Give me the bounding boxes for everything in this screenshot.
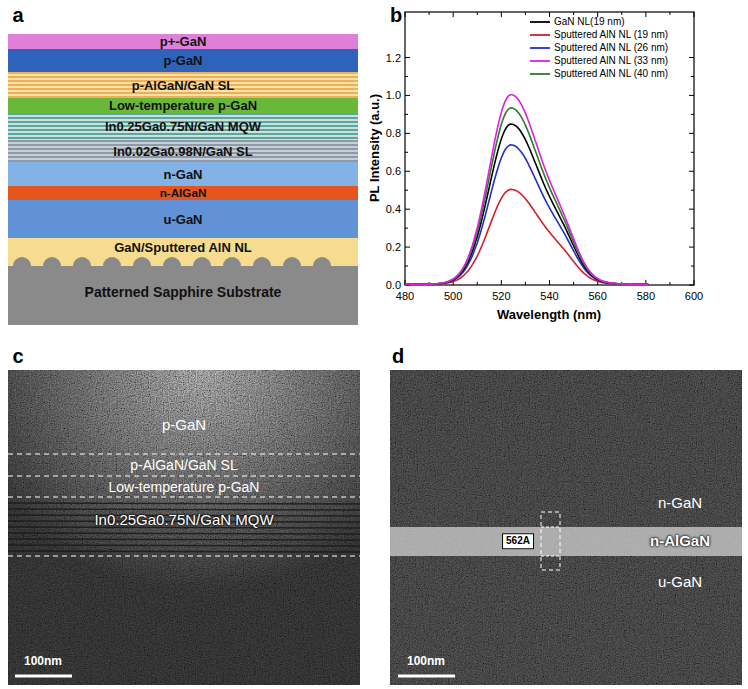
- pl-curve: [405, 189, 648, 284]
- pl-curve: [405, 124, 648, 284]
- panel-letter: d: [392, 345, 404, 368]
- tick-label: 0.6: [386, 165, 401, 178]
- layer-band: In0.02Ga0.98N/GaN SL: [8, 140, 358, 162]
- layer-label: p-AlGaN/GaN SL: [130, 457, 237, 473]
- algan-band: [390, 527, 742, 556]
- layer-band: p-GaN: [8, 49, 358, 72]
- layer-band: Low-temperature p-GaN: [8, 98, 358, 113]
- tick-label: 1.2: [386, 51, 401, 64]
- layer-band: GaN/Sputtered AlN NL: [8, 238, 358, 266]
- layer-band: p-AlGaN/GaN SL: [8, 72, 358, 98]
- layer-band: n-GaN: [8, 162, 358, 186]
- pattern-bump: [13, 257, 31, 266]
- pattern-bump: [313, 257, 331, 266]
- legend-text: GaN NL(19 nm): [554, 16, 625, 28]
- pattern-bump: [193, 257, 211, 266]
- layer-label: In0.25Ga0.75N/GaN MQW: [94, 511, 273, 528]
- pl-curve: [405, 95, 648, 285]
- pattern-bump: [163, 257, 181, 266]
- measure-box: [541, 512, 560, 570]
- layer-name: In0.02Ga0.98N/GaN SL: [113, 144, 252, 159]
- pattern-bump: [103, 257, 121, 266]
- layer-label: n-AlGaN: [650, 532, 710, 549]
- tick-label: 580: [637, 290, 655, 303]
- axis-title: PL Intensity (a.u.): [368, 94, 383, 202]
- pattern-bump: [223, 257, 241, 266]
- tick-label: 0.0: [386, 279, 401, 292]
- scale-label: 100nm: [407, 655, 445, 669]
- plot-frame: [405, 12, 694, 285]
- layer-name: GaN/Sputtered AlN NL: [114, 240, 251, 255]
- legend-text: Sputtered AlN NL (33 nm): [554, 55, 668, 67]
- layer-label: p-GaN: [162, 416, 206, 433]
- tem-image: [390, 370, 742, 685]
- axis-title: Wavelength (nm): [497, 308, 601, 323]
- layer-boundaries: [8, 454, 360, 556]
- pl-curves: [405, 95, 648, 285]
- legend-text: Sputtered AlN NL (26 nm): [554, 42, 668, 54]
- pattern-bump: [133, 257, 151, 266]
- layer-name: p-AlGaN/GaN SL: [132, 78, 235, 93]
- pattern-bump: [73, 257, 91, 266]
- legend-sample: [530, 60, 550, 62]
- legend-text: Sputtered AlN NL (19 nm): [554, 29, 668, 41]
- layer-band: p+-GaN: [8, 34, 358, 49]
- tick-label: 1.0: [386, 89, 401, 102]
- legend-sample: [530, 34, 550, 36]
- layer-label: Low-temperature p-GaN: [109, 479, 260, 495]
- layer-band: Patterned Sapphire Substrate: [8, 266, 358, 325]
- legend-sample: [530, 73, 550, 75]
- layer-label: n-GaN: [658, 494, 702, 511]
- layer-label: u-GaN: [658, 573, 702, 590]
- tick-label: 520: [492, 290, 510, 303]
- measure-line: [541, 556, 560, 557]
- layer-name: n-GaN: [164, 167, 203, 182]
- tick-label: 0.2: [386, 241, 401, 254]
- tem-shading: [390, 370, 742, 685]
- panel-letter: a: [12, 4, 23, 27]
- tick-label: 600: [685, 290, 703, 303]
- layer-name: Low-temperature p-GaN: [109, 98, 257, 113]
- thickness-label: 562A: [502, 533, 534, 549]
- tick-label: 0.8: [386, 127, 401, 140]
- layer-name: u-GaN: [164, 212, 203, 227]
- mqw-stripes: [8, 503, 360, 552]
- nucleation-layer: [8, 238, 358, 266]
- tick-label: 500: [444, 290, 462, 303]
- substrate-pattern: [13, 257, 331, 266]
- scale-bar: [15, 675, 72, 678]
- pattern-bump: [43, 257, 61, 266]
- layer-band: n-AlGaN: [8, 186, 358, 200]
- legend-text: Sputtered AlN NL (40 nm): [554, 68, 668, 80]
- tick-label: 560: [588, 290, 606, 303]
- pattern-bump: [253, 257, 271, 266]
- tick-label: 480: [396, 290, 414, 303]
- layer-name: In0.25Ga0.75N/GaN MQW: [105, 119, 261, 134]
- panel-letter: c: [12, 345, 23, 368]
- pl-curve: [405, 108, 648, 284]
- measure-line: [541, 527, 560, 528]
- tem-shading: [8, 370, 360, 685]
- pattern-bump: [283, 257, 301, 266]
- layer-name: n-AlGaN: [160, 186, 207, 199]
- layer-band: u-GaN: [8, 200, 358, 238]
- panel-letter: b: [390, 4, 402, 27]
- legend-sample: [530, 47, 550, 49]
- tem-image: [8, 370, 360, 685]
- tick-label: 540: [540, 290, 558, 303]
- layer-name: Patterned Sapphire Substrate: [85, 284, 282, 300]
- scale-label: 100nm: [24, 655, 62, 669]
- legend-lines: [530, 22, 550, 74]
- layer-name: p-GaN: [164, 53, 203, 68]
- legend-sample: [530, 21, 550, 23]
- tick-label: 0.4: [386, 203, 401, 216]
- scale-bar: [398, 675, 455, 678]
- axis-ticks: [405, 12, 694, 285]
- layer-band: In0.25Ga0.75N/GaN MQW: [8, 113, 358, 140]
- layer-name: p+-GaN: [160, 34, 207, 49]
- pl-curve: [405, 145, 648, 284]
